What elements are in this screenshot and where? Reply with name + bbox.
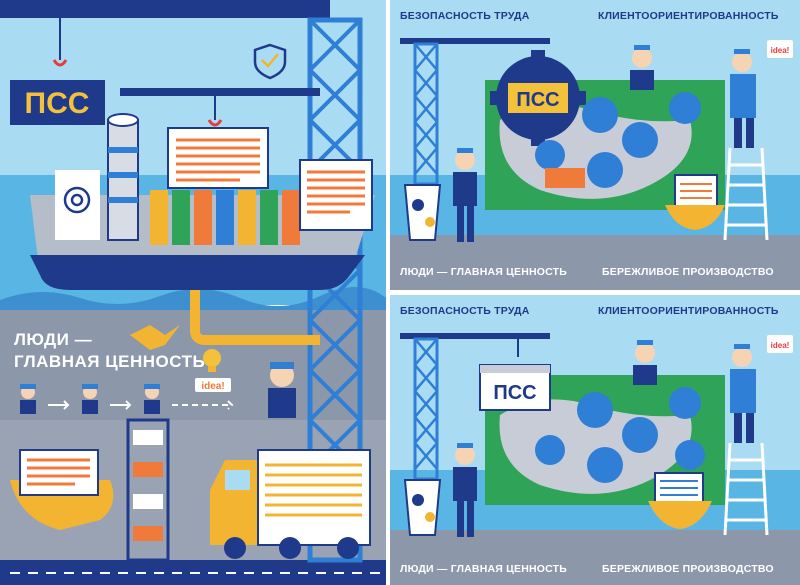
left-poster: ПСС	[0, 0, 386, 585]
left-title-line1: ЛЮДИ —	[14, 330, 93, 349]
right-top-cap-safety: БЕЗОПАСНОСТЬ ТРУДА	[400, 10, 530, 22]
worker-right	[730, 344, 756, 443]
right-bottom-illustration: ПСС id	[390, 295, 800, 585]
pss-logo-text: ПСС	[25, 87, 90, 120]
gear-logo: ПСС	[490, 50, 586, 146]
right-top-logo-text: ПСС	[516, 89, 559, 111]
idea-badge: idea!	[767, 335, 793, 353]
hands-document	[10, 449, 114, 530]
ladder	[723, 442, 769, 536]
shield-icon	[253, 43, 287, 80]
storage-rack	[126, 418, 170, 562]
left-title-line2: ГЛАВНАЯ ЦЕННОСТЬ	[14, 352, 206, 371]
right-top-idea: idea!	[771, 46, 790, 55]
left-poster-illustration: ПСС	[0, 0, 386, 585]
workers-row	[20, 362, 296, 418]
right-bottom-poster: ПСС id	[390, 295, 800, 585]
right-bottom-cap-client: КЛИЕНТООРИЕНТИРОВАННОСТЬ	[598, 305, 779, 317]
pss-logo: ПСС	[10, 80, 105, 125]
right-top-cap-lean: БЕРЕЖЛИВОЕ ПРОИЗВОДСТВО	[602, 266, 774, 278]
worker-top	[633, 340, 657, 385]
right-bottom-cap-lean: БЕРЕЖЛИВОЕ ПРОИЗВОДСТВО	[602, 563, 774, 575]
right-bottom-cap-safety: БЕЗОПАСНОСТЬ ТРУДА	[400, 305, 530, 317]
process-gears	[535, 92, 701, 188]
right-bottom-cap-people: ЛЮДИ — ГЛАВНАЯ ЦЕННОСТЬ	[400, 563, 568, 575]
process-gears	[535, 387, 705, 483]
right-top-cap-client: КЛИЕНТООРИЕНТИРОВАННОСТЬ	[598, 10, 779, 22]
handshake-icon	[130, 325, 180, 350]
worker-right	[730, 49, 756, 148]
right-top-illustration: ПСС	[390, 0, 800, 290]
right-bottom-logo-text: ПСС	[493, 382, 536, 404]
idea-badge: idea!	[767, 40, 793, 58]
worker-left	[453, 148, 477, 242]
side-document	[299, 159, 373, 231]
truck	[210, 449, 371, 559]
right-top-poster: ПСС	[390, 0, 800, 290]
worker-left	[453, 443, 477, 537]
right-top-cap-people: ЛЮДИ — ГЛАВНАЯ ЦЕННОСТЬ	[400, 266, 568, 278]
ladder	[723, 147, 769, 241]
worker-top	[630, 45, 654, 90]
right-bottom-idea: idea!	[771, 341, 790, 350]
lightbulb-icon: idea!	[195, 349, 231, 392]
hanging-document	[167, 127, 269, 189]
hanging-logo-sign: ПСС	[479, 364, 551, 411]
cargo-ship	[30, 113, 375, 290]
idea-label: idea!	[201, 381, 224, 392]
